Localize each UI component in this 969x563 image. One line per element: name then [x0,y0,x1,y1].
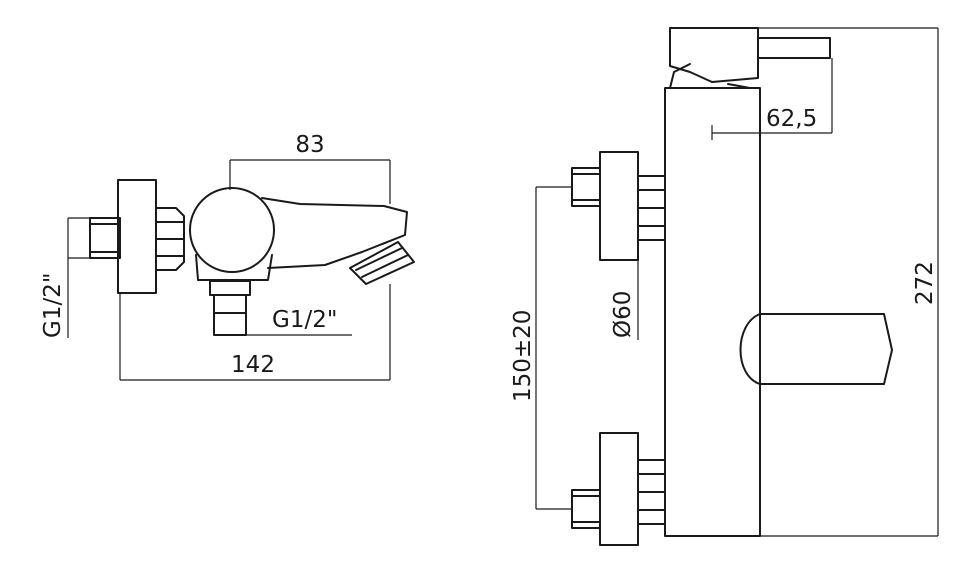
dim-wall-thread-label: G1/2" [40,273,66,338]
lever-arm [757,37,831,59]
dim-wall-thread: G1/2" [40,217,90,338]
wall-nipple [89,217,121,259]
dim-272-label: 272 [912,261,938,305]
spout [261,197,408,269]
spout-knob [759,313,893,385]
dim-bottom-thread: G1/2" [214,307,352,336]
dim-bottom-thread-label: G1/2" [272,307,337,333]
dim-150-label: 150±20 [510,310,536,402]
wall-flange [117,179,157,294]
dim-overall-width: 142 [119,284,391,381]
dim-62-5-label: 62,5 [766,106,817,132]
dim-142-label: 142 [231,352,275,378]
bottom-nut [209,280,251,296]
side-view: 83 142 G1/2" G1/2" [40,132,415,381]
dim-83-label: 83 [295,132,324,158]
mixer-body [664,87,761,537]
hex-nut [155,207,185,271]
body-base [195,254,273,281]
dim-spout-length: 83 [229,132,391,204]
dim-flange-diameter: Ø60 [610,260,639,340]
shower-outlet [349,241,415,285]
bottom-nipple [213,294,247,336]
valve-body [189,187,275,273]
dim-center-distance: 150±20 [510,186,572,510]
lever-handle [669,27,759,83]
dim-60-label: Ø60 [610,291,636,338]
front-view: 272 62,5 Ø60 150±20 [510,27,939,546]
dim-height: 272 [758,27,939,537]
upper-flange [599,151,639,261]
dim-handle-offset: 62,5 [711,58,833,140]
lower-flange [599,432,639,546]
